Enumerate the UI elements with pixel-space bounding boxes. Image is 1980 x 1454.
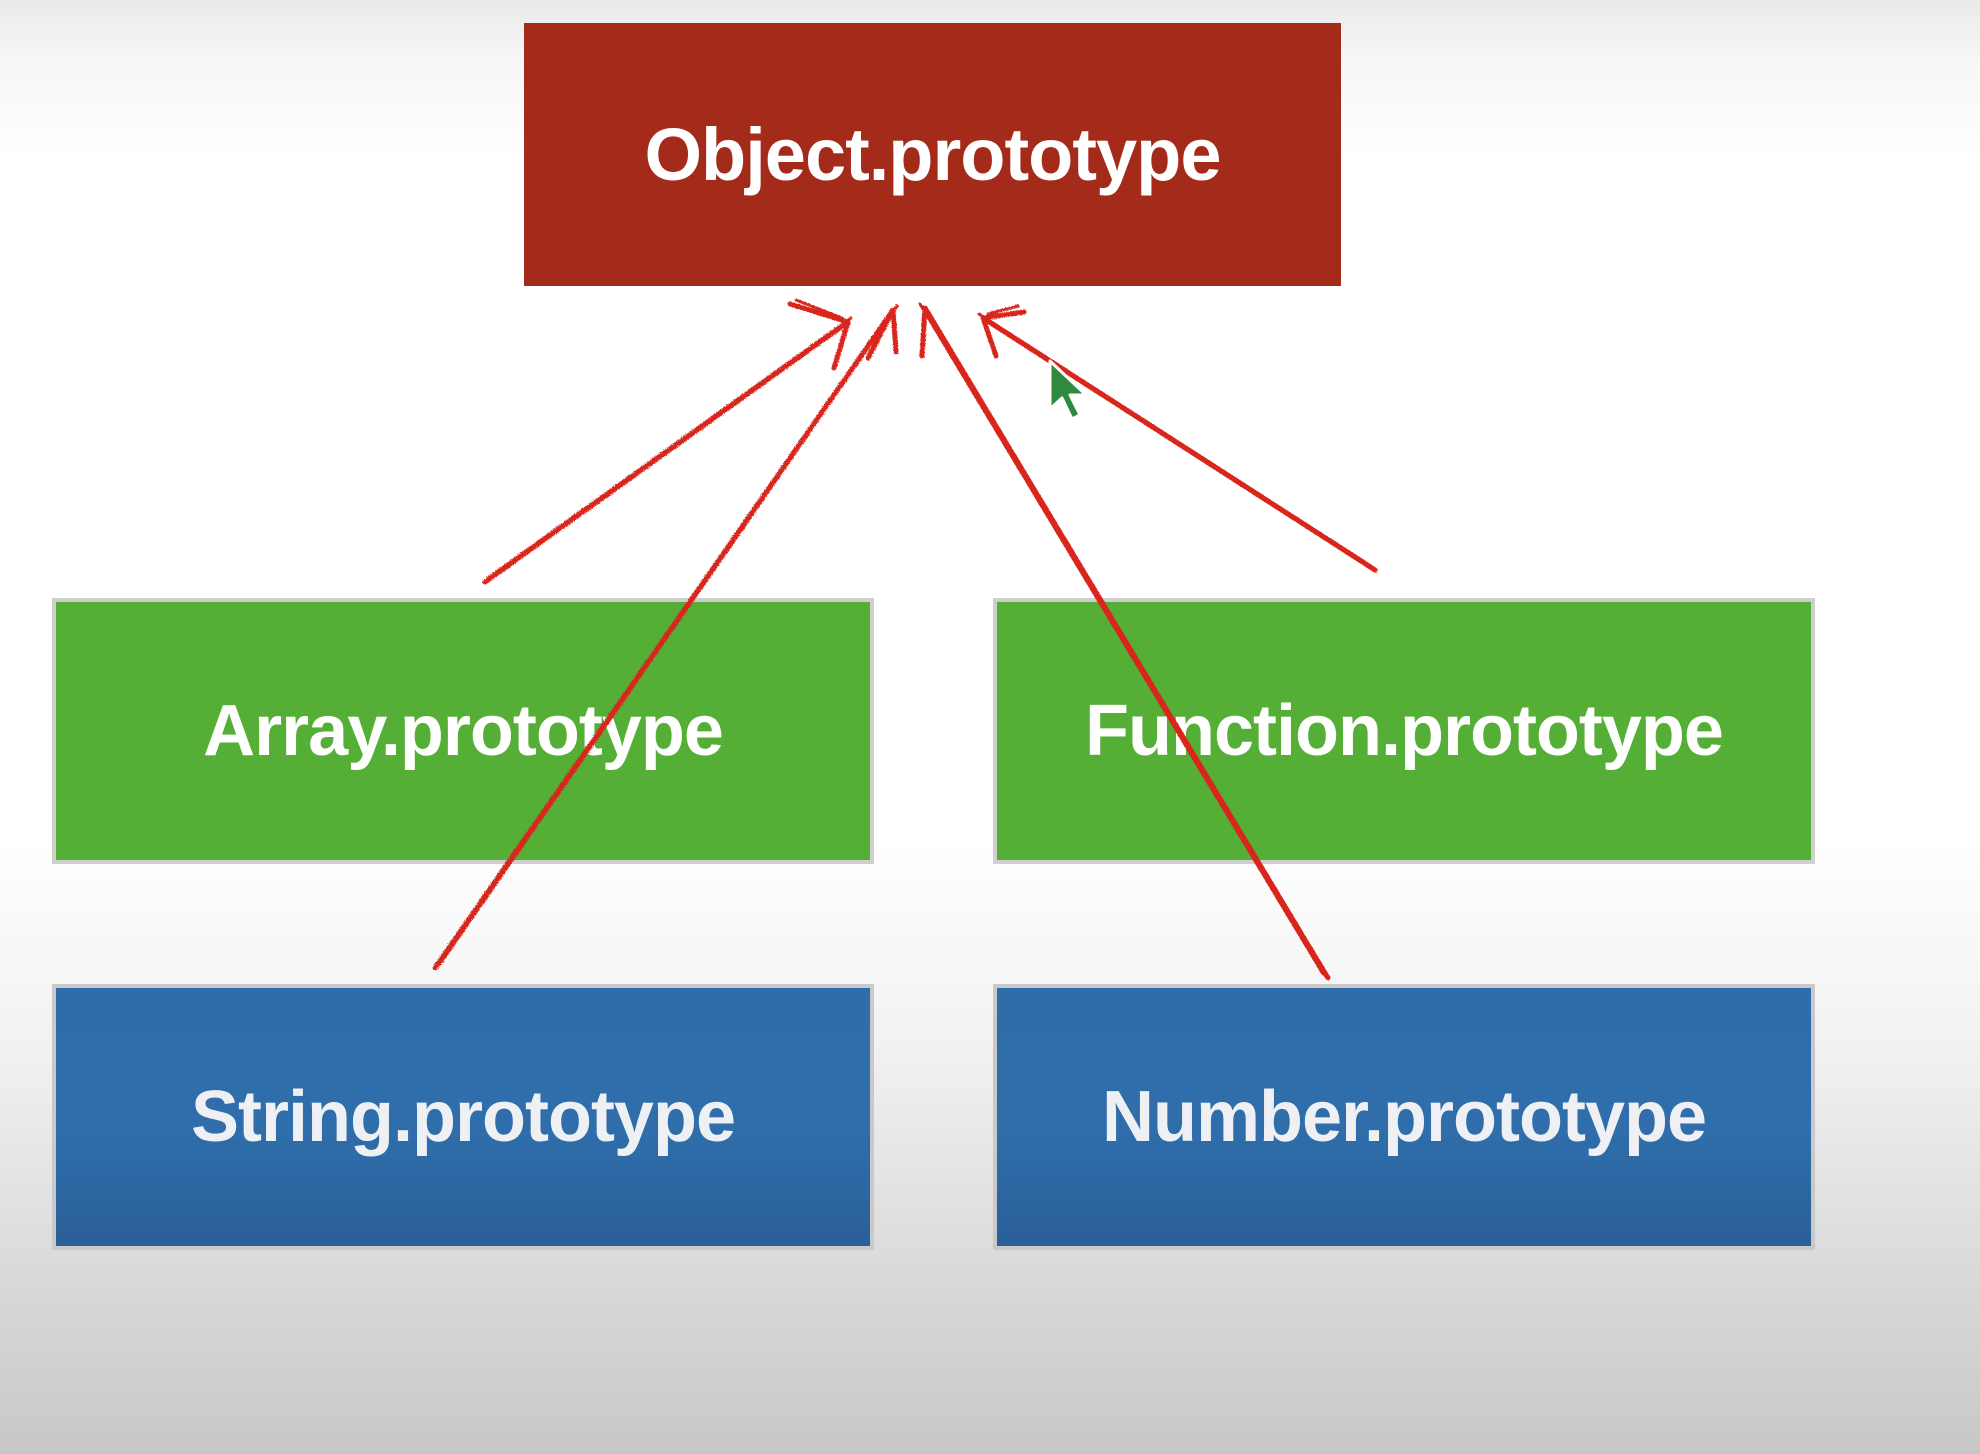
string-prototype-label: String.prototype [191,1077,736,1157]
object-prototype-label: Object.prototype [644,113,1221,196]
object-prototype-node: Object.prototype [524,23,1341,286]
array-prototype-node: Array.prototype [52,598,874,864]
arrow-function-to-object [977,304,1378,573]
function-prototype-node: Function.prototype [993,598,1815,864]
arrow-array-to-object [482,298,853,585]
mouse-pointer-icon [1048,359,1088,421]
number-prototype-label: Number.prototype [1101,1077,1707,1157]
function-prototype-label: Function.prototype [1085,691,1724,771]
number-prototype-node: Number.prototype [993,984,1815,1250]
string-prototype-node: String.prototype [52,984,874,1250]
array-prototype-label: Array.prototype [203,691,724,771]
